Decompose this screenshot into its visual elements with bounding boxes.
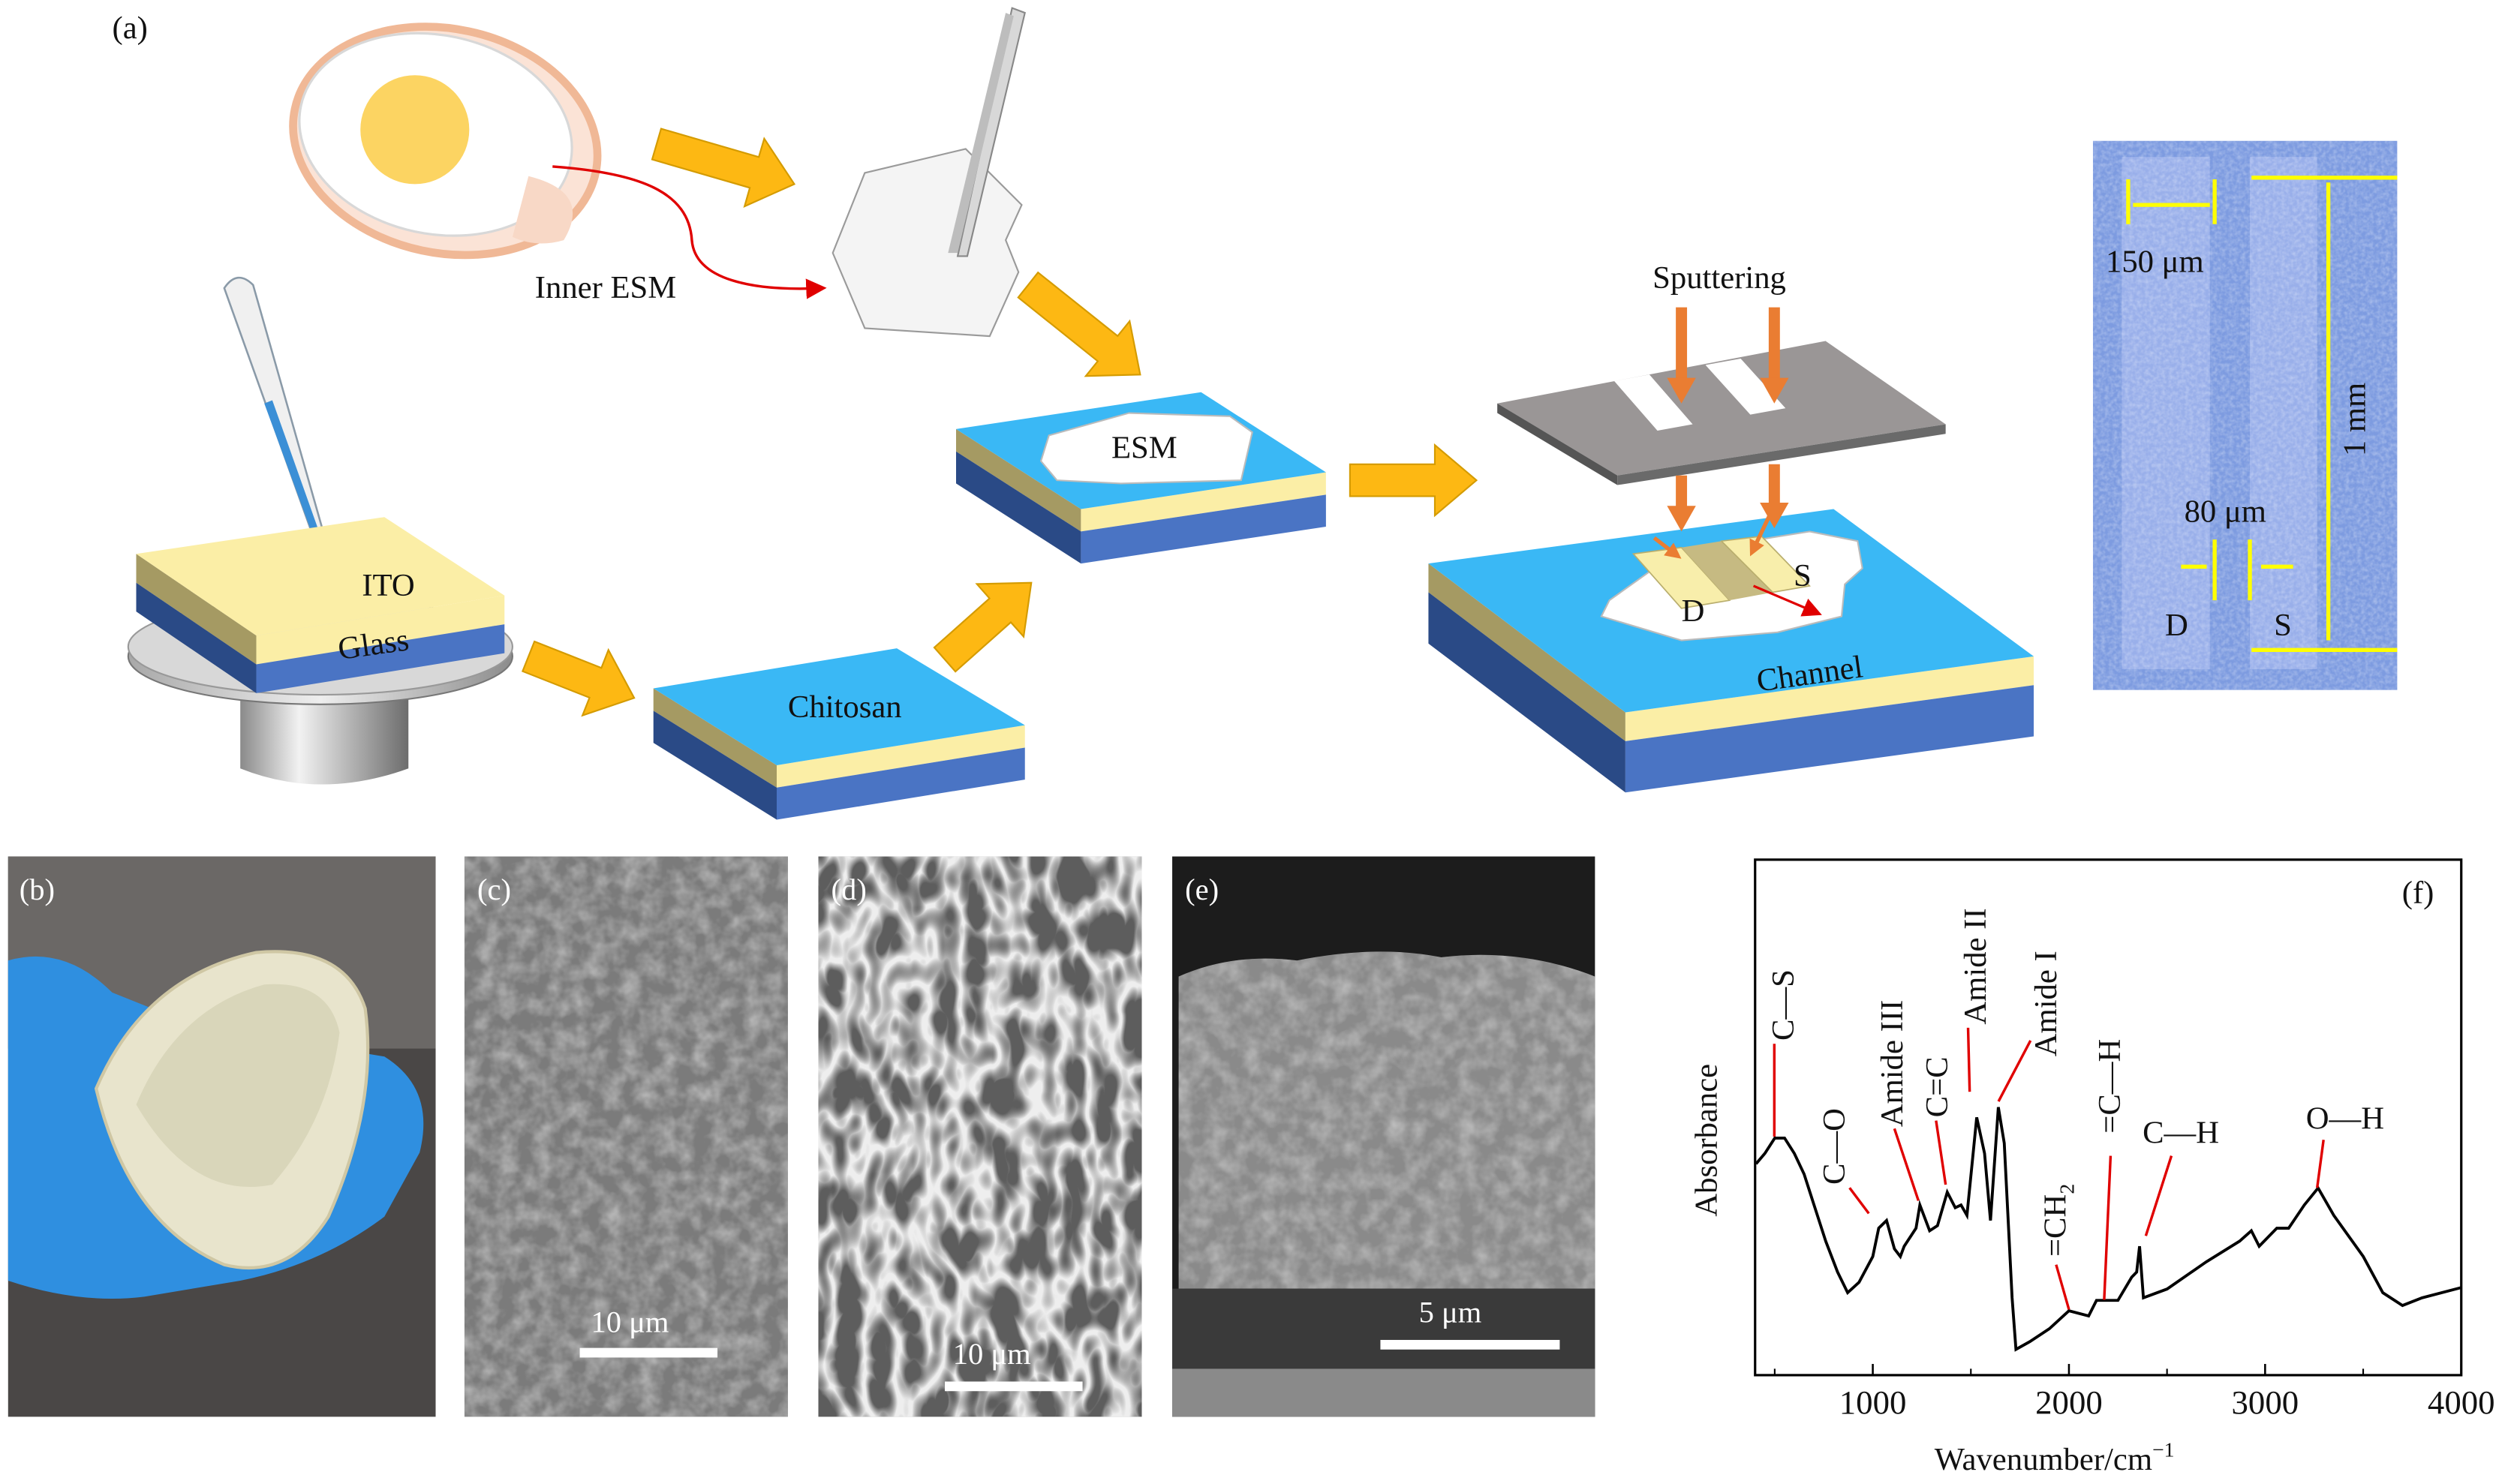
mask-slit: [1705, 358, 1786, 415]
process-arrow-icon: [521, 640, 636, 717]
layer-top: [136, 517, 505, 636]
process-arrow-icon: [1349, 443, 1478, 518]
annotation-labels: C—S C—O Amide III C=C Amide II Amide I =…: [1766, 908, 2384, 1257]
process-arrow-icon: [651, 128, 796, 208]
layer-top: [653, 648, 1025, 765]
sputtering-label: Sputtering: [1652, 260, 1786, 296]
sputtering-arrows: [1667, 307, 1789, 532]
annotation-label: Amide II: [1958, 908, 1993, 1024]
channel-pointer: [1752, 584, 1822, 617]
optical-source-label: S: [2274, 608, 2292, 643]
layer-face: [955, 428, 1081, 532]
layer-face: [256, 595, 505, 665]
scale-bar-label-c: 10 μm: [591, 1305, 669, 1338]
process-arrow-icon: [933, 581, 1033, 673]
inner-esm-label: Inner ESM: [535, 270, 676, 305]
layer-face: [1081, 494, 1326, 564]
x-tick-label: 3000: [2232, 1383, 2299, 1421]
mask-slit: [1613, 374, 1693, 431]
annotation-label-sub: 2: [2055, 1184, 2078, 1194]
annotation-label: C—O: [1817, 1108, 1852, 1185]
layer-face: [955, 451, 1081, 564]
annotation-label: Amide I: [2028, 951, 2064, 1056]
panel-label-e: (e): [1185, 873, 1219, 906]
esm-film: [1039, 412, 1253, 485]
panel-label-d: (d): [831, 873, 867, 906]
annotation-label: =CH2: [2038, 1184, 2079, 1257]
x-tick-label: 4000: [2428, 1383, 2495, 1421]
panel-d-sem: (d) 10 μm: [818, 856, 1142, 1417]
layer-face: [136, 554, 257, 665]
scale-bar-label-d: 10 μm: [953, 1337, 1031, 1371]
layer-face: [256, 624, 505, 693]
process-arrow-icon: [1017, 271, 1141, 377]
layer-face: [777, 725, 1025, 788]
x-tick-label: 1000: [1839, 1383, 1907, 1421]
panel-c-sem: (c) 10 μm: [464, 856, 788, 1417]
shadow-mask: [1497, 341, 1946, 485]
egg-illustration: [289, 23, 602, 260]
x-tick-label: 2000: [2035, 1383, 2103, 1421]
electrode-width-label: 150 μm: [2106, 245, 2204, 280]
channel-region: [1681, 541, 1773, 601]
chitosan-label: Chitosan: [788, 689, 902, 725]
x-axis-label-sup: −1: [2152, 1438, 2175, 1461]
plot-frame: [1754, 858, 2463, 1377]
egg-yolk: [360, 75, 470, 185]
inner-esm-pointer: [552, 165, 827, 299]
annotation-lines: [1773, 1027, 2325, 1310]
layer-face: [1625, 685, 2034, 793]
layer-face: [653, 710, 777, 820]
panel-label-f: (f): [2402, 875, 2434, 910]
ito-label: ITO: [362, 568, 414, 603]
scale-bar-label-e: 5 μm: [1419, 1295, 1482, 1329]
optical-drain-label: D: [2165, 608, 2188, 643]
layer-face: [653, 688, 777, 788]
esm-label: ESM: [1111, 430, 1177, 465]
ito-glass-stack: [136, 517, 505, 693]
annotation-label: C—H: [2143, 1116, 2219, 1151]
annotation-label: Amide III: [1875, 1000, 1910, 1127]
annotation-label-text: =CH: [2038, 1194, 2073, 1257]
scale-bar: [1380, 1339, 1560, 1350]
source-label: S: [1794, 558, 1812, 593]
layer-face: [1428, 563, 1625, 741]
annotation-label: C—S: [1766, 969, 1801, 1041]
panel-label-a: (a): [112, 11, 147, 46]
process-arrows: [521, 128, 1478, 717]
annotation-label: C=C: [1920, 1056, 1955, 1117]
layer-face: [136, 582, 257, 693]
optical-micrograph: 150 μm 1 mm 80 μm D S: [2092, 140, 2398, 690]
chitosan-stack: [653, 648, 1025, 820]
annotation-label: =C—H: [2092, 1039, 2128, 1134]
layer-face: [777, 747, 1025, 820]
scale-bar: [945, 1381, 1083, 1392]
panel-label-c: (c): [477, 873, 511, 906]
x-axis-label: Wavenumber/cm−1: [1935, 1438, 2175, 1477]
device: [1600, 514, 1863, 641]
panel-b-photo: (b): [8, 856, 436, 1417]
panel-e-sem: (e) 5 μm: [1172, 856, 1595, 1417]
source-electrode: [1720, 535, 1812, 593]
scale-bar: [579, 1347, 718, 1358]
peeled-membrane: [831, 7, 1026, 338]
drain-label: D: [1682, 593, 1705, 629]
layer-face: [1625, 656, 2034, 741]
annotation-label: O—H: [2306, 1101, 2384, 1136]
panel-label-b: (b): [20, 873, 55, 906]
x-axis-label-text: Wavenumber/cm: [1935, 1442, 2152, 1477]
electrode-length-label: 1 mm: [2338, 383, 2373, 456]
panel-f-ftir-chart: 1000 2000 3000 4000 (f) Absorbance Wavenumb…: [1689, 858, 2495, 1477]
channel-length-label: 80 μm: [2185, 494, 2266, 530]
spectrum-line: [1755, 1107, 2462, 1352]
layer-face: [1081, 472, 1326, 532]
y-axis-label: Absorbance: [1689, 1064, 1725, 1217]
layer-face: [1428, 592, 1625, 793]
panel-a: (a) Inner ESM ITO Glass Chitosan: [112, 7, 2398, 820]
